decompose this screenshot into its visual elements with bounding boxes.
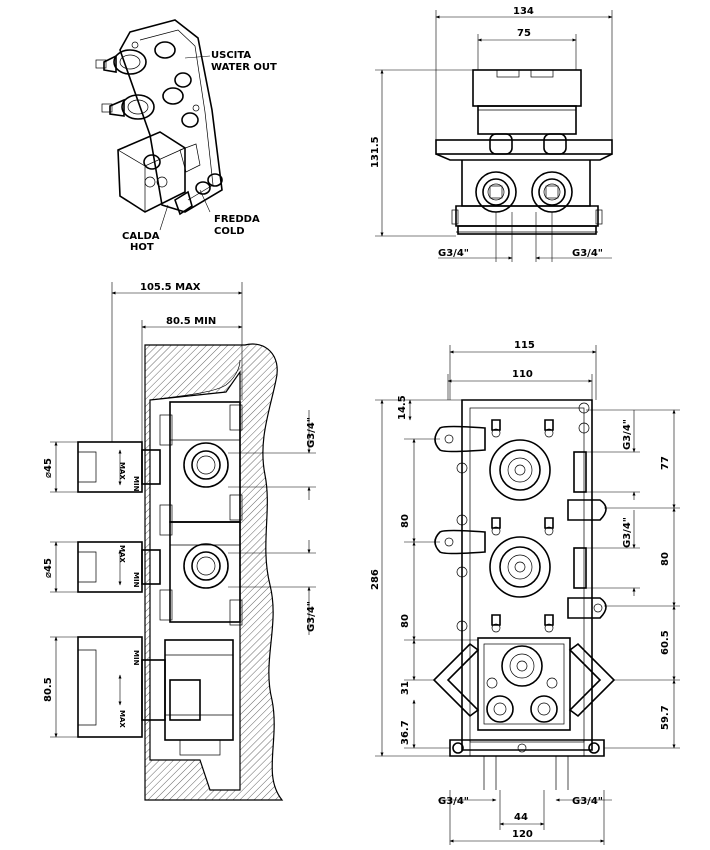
front-flange [435,139,613,155]
plan-mixer-box [477,637,571,731]
dim-44: 44 [514,812,528,823]
front-cap [472,69,582,107]
hot-leader [159,204,169,231]
dim-286: 286 [370,569,381,590]
min-label-2: MIN [132,572,140,588]
dim-80-5-handle: 80.5 [43,677,54,702]
dim-dia45-upper: ⌀45 [43,458,54,478]
dim-80-right: 80 [660,552,671,566]
side-outlet-lower [183,543,229,589]
dim-120: 120 [512,829,533,840]
dim-134: 134 [513,6,534,17]
dim-110: 110 [512,369,533,380]
dim-80-upper: 80 [400,514,411,528]
dim-80-lower: 80 [400,614,411,628]
hot-label-en: HOT [130,242,154,253]
dim-131-5: 131.5 [370,136,381,168]
dim-14-5: 14.5 [397,395,408,420]
max-label-3: MAX [118,710,126,728]
front-thread-left: G3/4" [438,248,469,259]
cold-label-it: FREDDA [214,214,260,225]
isometric-view: USCITA WATER OUT FREDDA COLD CALDA HOT [95,19,277,253]
max-label-1: MAX [118,462,126,480]
dim-105-max: 105.5 MAX [140,282,201,293]
dim-75: 75 [517,28,531,39]
dim-80-min: 80.5 MIN [166,316,216,327]
plan-thread-right-lower: G3/4" [622,517,633,548]
outlet-label-en: WATER OUT [211,62,277,73]
outlet-label-it: USCITA [211,50,251,61]
side-outlet-upper [183,442,229,488]
max-label-2: MAX [118,545,126,563]
dim-77: 77 [660,456,671,470]
iso-body [95,19,223,216]
cold-label-en: COLD [214,226,245,237]
outlet-leader [184,55,211,59]
min-label-3: MIN [132,650,140,666]
dim-60-5: 60.5 [660,630,671,655]
plan-thread-bottom-right: G3/4" [572,796,603,807]
hot-label-it: CALDA [122,231,160,242]
plan-view: 115 110 286 14.5 80 80 31 36.7 77 80 [370,340,680,845]
plan-cartridge-middle [489,536,551,598]
dim-31: 31 [400,681,411,695]
dim-36-7: 36.7 [400,720,411,745]
dim-115: 115 [514,340,535,351]
side-view: MAX MIN MAX MIN MIN MAX 105.5 MAX 80.5 M… [43,282,317,801]
front-view: 134 75 131.5 G3/4" G3/4" [370,6,613,262]
side-thread-upper: G3/4" [306,417,317,448]
side-thread-lower: G3/4" [306,601,317,632]
dim-dia45-middle: ⌀45 [43,558,54,578]
plan-thread-bottom-left: G3/4" [438,796,469,807]
plan-body [461,399,593,751]
dim-59-7: 59.7 [660,705,671,730]
front-thread-right: G3/4" [572,248,603,259]
plan-cartridge-upper [489,439,551,501]
side-body-middle [169,521,241,623]
min-label-1: MIN [132,476,140,492]
plan-thread-right-upper: G3/4" [622,419,633,450]
cold-leader [199,189,211,213]
